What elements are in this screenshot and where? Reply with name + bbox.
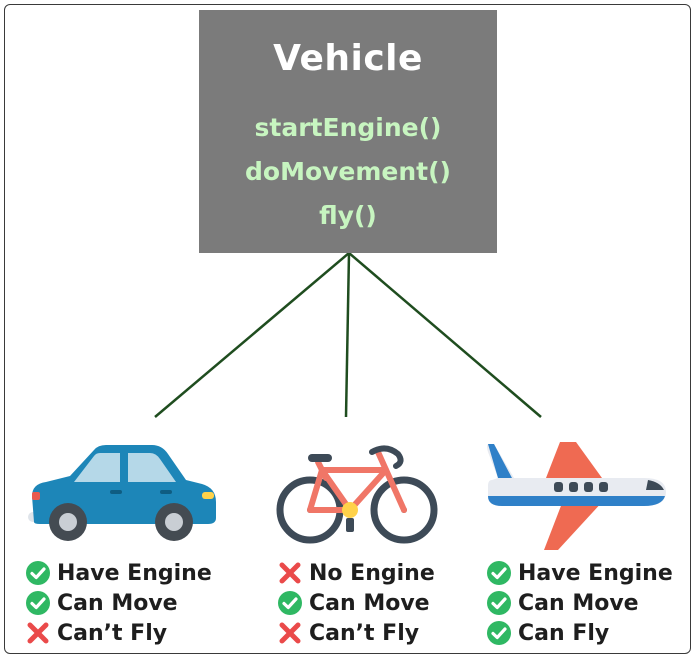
- cross-icon: [277, 560, 303, 586]
- check-circle-icon: [277, 590, 303, 616]
- feature-row: Have Engine: [486, 558, 673, 588]
- check-circle-icon: [25, 560, 51, 586]
- car-icon: [28, 445, 216, 541]
- feature-row: Can Move: [486, 588, 673, 618]
- feature-row: Can Fly: [486, 618, 673, 648]
- method-list: startEngine() doMovement() fly(): [199, 110, 497, 242]
- feature-label: Can’t Fly: [57, 620, 168, 646]
- check-circle-icon: [486, 560, 512, 586]
- feature-row: No Engine: [277, 558, 435, 588]
- feature-label: Can Move: [57, 590, 178, 616]
- feature-label: Have Engine: [518, 560, 673, 586]
- method-fly: fly(): [319, 201, 377, 230]
- connector-line-car: [154, 252, 350, 418]
- feature-label: Can’t Fly: [309, 620, 420, 646]
- cross-icon: [25, 620, 51, 646]
- feature-row: Can’t Fly: [277, 618, 435, 648]
- cross-icon: [277, 620, 303, 646]
- method-start-engine: startEngine(): [254, 113, 442, 142]
- feature-label: Can Move: [309, 590, 430, 616]
- feature-label: Can Move: [518, 590, 639, 616]
- feature-row: Can’t Fly: [25, 618, 212, 648]
- connector-line-airplane: [348, 252, 542, 418]
- feature-row: Have Engine: [25, 558, 212, 588]
- check-circle-icon: [486, 620, 512, 646]
- vehicle-class-box: Vehicle startEngine() doMovement() fly(): [199, 10, 497, 253]
- feature-label: Can Fly: [518, 620, 610, 646]
- feature-row: Can Move: [25, 588, 212, 618]
- car-feature-list: Have Engine Can Move Can’t Fly: [25, 558, 212, 648]
- bicycle-icon: [276, 445, 438, 544]
- feature-row: Can Move: [277, 588, 435, 618]
- feature-label: Have Engine: [57, 560, 212, 586]
- check-circle-icon: [25, 590, 51, 616]
- airplane-icon: [487, 442, 666, 550]
- feature-label: No Engine: [309, 560, 435, 586]
- diagram-frame: [4, 4, 691, 654]
- bicycle-feature-list: No Engine Can Move Can’t Fly: [277, 558, 435, 648]
- check-circle-icon: [486, 590, 512, 616]
- airplane-feature-list: Have Engine Can Move Can Fly: [486, 558, 673, 648]
- class-title: Vehicle: [273, 38, 423, 79]
- method-do-movement: doMovement(): [245, 157, 451, 186]
- connector-line-bicycle: [344, 252, 351, 418]
